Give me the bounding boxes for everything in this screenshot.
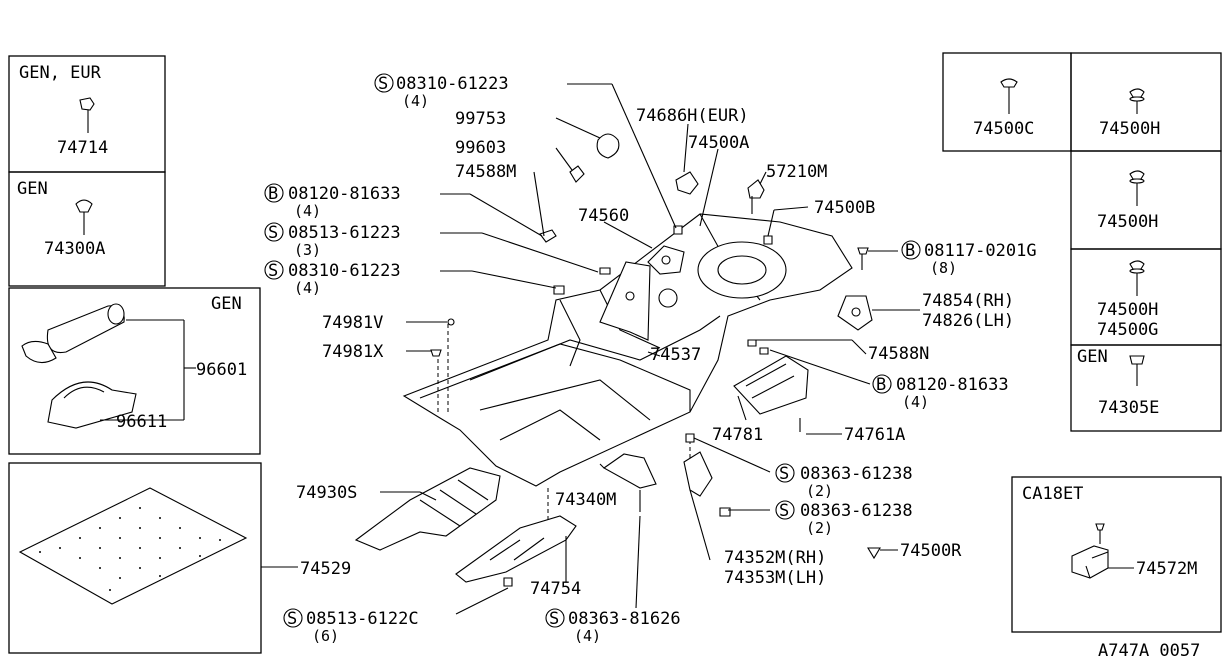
- fastener-number: 08120-81633: [896, 375, 1009, 395]
- part-74781: [733, 355, 809, 415]
- part-label-74500H-3: 74500H: [1097, 300, 1158, 320]
- part-label-74500A: 74500A: [688, 133, 749, 153]
- fastener-qty: (4): [574, 627, 601, 645]
- part-labels: 99753 99603 74588M 74560 74686H(EUR) 745…: [296, 106, 1014, 599]
- box-title: GEN, EUR: [19, 63, 102, 83]
- fastener-symbol: S: [378, 74, 388, 94]
- part-label-74560: 74560: [578, 206, 629, 226]
- part-label-74781: 74781: [712, 425, 763, 445]
- part-label-74572M: 74572M: [1136, 559, 1197, 579]
- part-label-74930S: 74930S: [296, 483, 357, 503]
- leader-lines: [380, 83, 920, 615]
- part-label-96601: 96601: [196, 360, 247, 380]
- variant-box-gen-1: GEN 74300A: [8, 171, 166, 287]
- part-label-99603: 99603: [455, 138, 506, 158]
- fastener-qty: (4): [294, 202, 321, 220]
- part-label-99753: 99753: [455, 109, 506, 129]
- fastener-symbol: B: [876, 375, 886, 395]
- part-label-74500H-2: 74500H: [1097, 212, 1158, 232]
- box-title: GEN: [211, 294, 242, 314]
- fastener-symbol: B: [268, 184, 278, 204]
- part-label-74981X: 74981X: [322, 342, 384, 362]
- fastener-callout: S 08363-61238 (2): [775, 500, 913, 537]
- part-label-74588M: 74588M: [455, 162, 516, 182]
- box-title: GEN: [1077, 347, 1108, 367]
- fastener-qty: (4): [902, 393, 929, 411]
- fastener-symbol: S: [779, 501, 789, 521]
- part-label-74500B: 74500B: [814, 198, 875, 218]
- part-74754: [455, 515, 577, 583]
- variant-box-gen-eur: GEN, EUR 74714: [8, 55, 166, 173]
- part-label-74305E: 74305E: [1098, 398, 1159, 418]
- part-label-74754: 74754: [530, 579, 581, 599]
- mat-pattern: [39, 507, 221, 591]
- part-label-74500H-1: 74500H: [1099, 119, 1160, 139]
- fastener-number: 08363-61238: [800, 464, 913, 484]
- part-label-57210M: 57210M: [766, 162, 827, 182]
- part-label-74588N: 74588N: [868, 344, 929, 364]
- small-parts: [430, 133, 873, 357]
- part-label-74537: 74537: [650, 345, 701, 365]
- fastener-callout: B 08117-0201G (8): [901, 240, 1037, 277]
- part-74930S: [354, 467, 501, 551]
- fastener-callout: S 08513-6122C (6): [283, 608, 419, 645]
- fastener-symbol: S: [287, 609, 297, 629]
- fastener-symbol: S: [268, 223, 278, 243]
- fastener-number: 08513-61223: [288, 223, 401, 243]
- fastener-number: 08120-81633: [288, 184, 401, 204]
- variant-box-ca18et: CA18ET 74572M: [1011, 476, 1222, 633]
- box-title: CA18ET: [1022, 484, 1083, 504]
- fastener-symbol: S: [549, 609, 559, 629]
- part-74352M: [683, 451, 713, 497]
- part-label-74340M: 74340M: [555, 490, 616, 510]
- part-label-74981V: 74981V: [322, 313, 383, 333]
- part-label-74500C: 74500C: [973, 119, 1034, 139]
- fastener-callouts: S 08310-61223 (4) B 08120-81633 (4) S 08…: [264, 73, 1037, 645]
- fastener-symbol: S: [268, 261, 278, 281]
- part-label-74529: 74529: [300, 559, 351, 579]
- variant-grid-right: 74500C 74500H 74500H 74500H 74500G GEN 7…: [942, 52, 1222, 432]
- fastener-number: 08310-61223: [288, 261, 401, 281]
- fastener-callout: B 08120-81633 (4): [872, 374, 1009, 411]
- fastener-qty: (4): [402, 92, 429, 110]
- part-label-74854: 74854(RH): [922, 291, 1014, 311]
- fastener-callout: S 08310-61223 (4): [264, 260, 401, 297]
- fastener-callout: S 08363-81626 (4): [545, 608, 681, 645]
- fastener-number: 08117-0201G: [924, 241, 1037, 261]
- fastener-callout: S 08310-61223 (4): [374, 73, 509, 110]
- diagram-code: A747A 0057: [1098, 641, 1200, 661]
- part-label-74352M: 74352M(RH): [724, 548, 826, 568]
- part-label-74353M: 74353M(LH): [724, 568, 826, 588]
- variant-box-gen-2: GEN 96601 96611: [8, 287, 261, 455]
- fastener-qty: (2): [806, 519, 833, 537]
- fastener-callout: S 08513-61223 (3): [264, 222, 401, 259]
- floor-panel: [402, 213, 853, 520]
- part-label-96611: 96611: [116, 412, 167, 432]
- part-label: 74714: [57, 138, 108, 158]
- fastener-number: 08363-81626: [568, 609, 681, 629]
- fastener-qty: (6): [312, 627, 339, 645]
- fastener-qty: (4): [294, 279, 321, 297]
- fastener-number: 08310-61223: [396, 74, 509, 94]
- part-label-74686H: 74686H(EUR): [636, 106, 749, 126]
- fastener-qty: (8): [930, 259, 957, 277]
- fastener-callout: B 08120-81633 (4): [264, 183, 401, 220]
- part-label-74826: 74826(LH): [922, 311, 1014, 331]
- fastener-symbol: B: [905, 241, 915, 261]
- part-label-74500R: 74500R: [900, 541, 962, 561]
- part-74340M: [602, 453, 657, 489]
- fastener-number: 08363-61238: [800, 501, 913, 521]
- part-label-74761A: 74761A: [844, 425, 905, 445]
- mat-box: 74529: [8, 462, 351, 654]
- fastener-qty: (2): [806, 482, 833, 500]
- fastener-number: 08513-6122C: [306, 609, 419, 629]
- fastener-callout: S 08363-61238 (2): [775, 463, 913, 500]
- fastener-qty: (3): [294, 241, 321, 259]
- part-label-74500G: 74500G: [1097, 320, 1158, 340]
- box-title: GEN: [17, 179, 48, 199]
- part-label: 74300A: [44, 239, 105, 259]
- fastener-symbol: S: [779, 464, 789, 484]
